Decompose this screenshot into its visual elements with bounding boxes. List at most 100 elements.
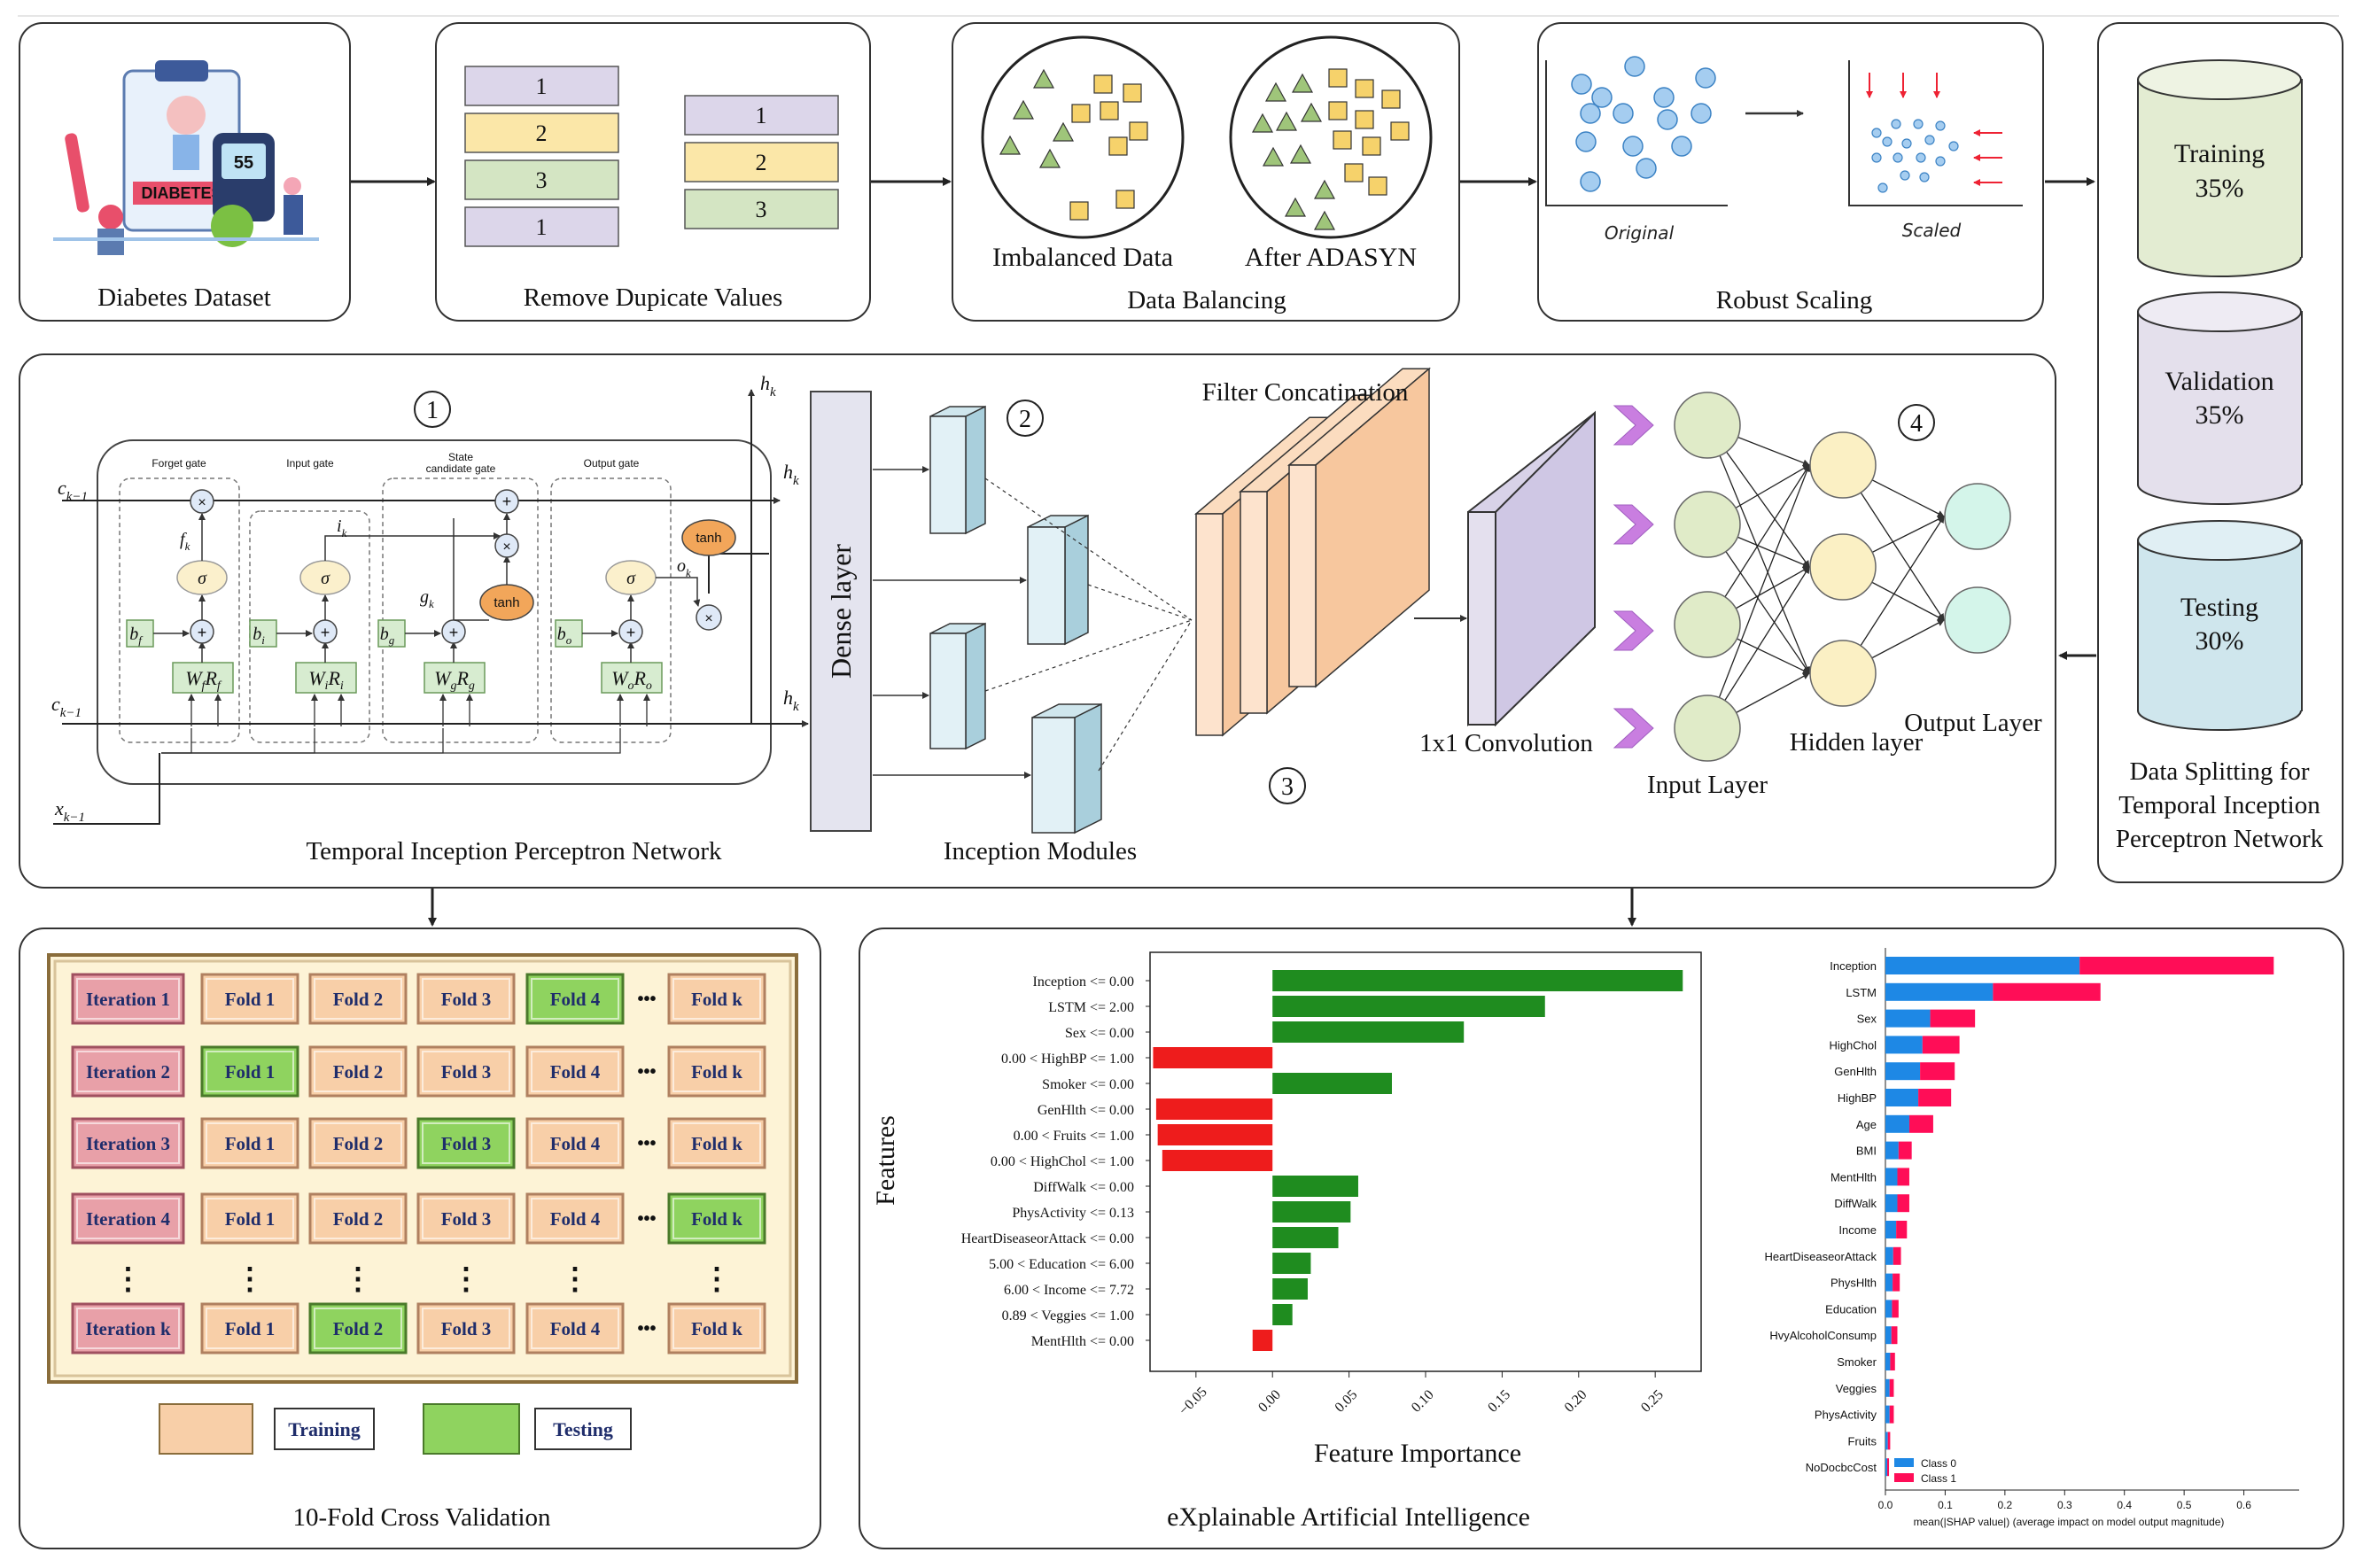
label-scaled: Scaled <box>1902 220 1962 241</box>
label-hidden-layer: Hidden layer <box>1790 728 1924 757</box>
dedup-block <box>684 142 839 182</box>
iteration-label: Iteration 2 <box>86 1061 170 1083</box>
label-c-prev: ck−1 <box>58 477 88 504</box>
shap-bar-class1 <box>1889 1405 1894 1424</box>
shap-bar-class0 <box>1885 1036 1923 1054</box>
shap-category-label: Fruits <box>1848 1434 1877 1448</box>
panel-cross-validation: Iteration 1 Fold 1 Fold 2 Fold 3 Fold 4 Fold … <box>19 928 821 1549</box>
panel-label-diabetes-dataset: Diabetes Dataset <box>97 283 271 312</box>
fold-cell-training <box>416 1302 516 1355</box>
cv-grid: Iteration 1 Fold 1 Fold 2 Fold 3 Fold 4 Fold … <box>71 973 766 1355</box>
shap-tick-label: 0.1 <box>1938 1499 1953 1511</box>
shap-category-label: NoDocbcCost <box>1806 1461 1877 1474</box>
label-output-gate: Output gate <box>584 457 640 470</box>
lime-bar <box>1272 1073 1392 1094</box>
shap-bar-class1 <box>1898 1141 1912 1160</box>
dedup-block-label: 1 <box>756 103 767 128</box>
chevron-icon <box>1613 504 1654 545</box>
label-state-gate-1: State <box>448 451 473 463</box>
shap-bar-class1 <box>1897 1168 1909 1186</box>
shap-bar-class0 <box>1885 1300 1893 1318</box>
data-point <box>1935 120 1946 131</box>
cv-legend: Training Testing <box>159 1403 632 1455</box>
dedup-block <box>464 113 619 153</box>
sigma-symbol: σ <box>198 569 207 588</box>
shap-bar-class1 <box>1893 1246 1901 1265</box>
concat-block <box>1240 491 1268 714</box>
data-point <box>1916 152 1926 163</box>
fold-label: Fold 2 <box>333 1133 384 1154</box>
class-triangle <box>1038 148 1061 168</box>
shap-category-label: MentHlth <box>1830 1170 1877 1184</box>
iteration-label: Iteration 3 <box>86 1133 170 1154</box>
shap-category-label: HeartDiseaseorAttack <box>1765 1250 1877 1263</box>
fold-label: Fold 1 <box>225 1133 276 1154</box>
lime-ylabel: Features <box>871 1115 900 1206</box>
input-neuron <box>1674 491 1741 558</box>
label-output-layer: Output Layer <box>1904 709 2042 737</box>
label-testing-pct: 30% <box>2196 626 2244 656</box>
shap-tick-label: 0.2 <box>1998 1499 2013 1511</box>
legend-swatch-testing <box>423 1403 520 1455</box>
iteration-label: Iteration k <box>85 1318 171 1339</box>
data-point <box>1653 87 1675 108</box>
shap-category-label: PhysHlth <box>1830 1277 1877 1290</box>
bias-label: bf <box>129 625 144 647</box>
shap-bar-class0 <box>1885 1221 1897 1238</box>
meter-value: 55 <box>234 153 253 173</box>
shap-category-label: Age <box>1856 1118 1877 1131</box>
shap-bar-class1 <box>1922 1036 1960 1054</box>
chevron-icons <box>1613 405 1654 749</box>
lime-category-label: 0.00 < Fruits <= 1.00 <box>1014 1129 1134 1144</box>
fold-cell-training <box>416 973 516 1025</box>
shap-xlabel: mean(|SHAP value|) (average impact on mo… <box>1914 1516 2225 1528</box>
chevron-icon <box>1613 708 1654 749</box>
shap-category-label: HighChol <box>1830 1038 1877 1052</box>
hidden-neuron <box>1809 640 1877 707</box>
shap-bar-class0 <box>1885 1458 1888 1477</box>
imbalanced-scatter <box>999 68 1148 221</box>
data-point <box>1901 138 1912 149</box>
lime-bar <box>1272 1021 1465 1043</box>
shap-bar-class1 <box>1930 1009 1976 1028</box>
shap-bar-class0 <box>1885 1089 1919 1106</box>
panel-robust-scaling: Original Scaled Robust Scaling <box>1537 22 2044 322</box>
split-title-line-3: Perceptron Network <box>2116 825 2324 853</box>
lstm-gates: WfRf+bfσ×fkWiRi+biσikWgRg+bgtanh×+gkWoRo… <box>126 489 701 754</box>
fold-cell-training <box>416 1192 516 1245</box>
iteration-label: Iteration 1 <box>86 989 170 1010</box>
class-square <box>1381 89 1401 109</box>
class-triangle <box>1052 121 1075 142</box>
lstm-cell: Forget gate Input gate State candidate g… <box>51 372 809 825</box>
ellipsis-dots: ••• <box>637 1209 656 1229</box>
fold-cell-testing <box>525 973 625 1025</box>
lime-category-label: 5.00 < Education <= 6.00 <box>989 1257 1134 1272</box>
step-number-1: 1 <box>426 397 439 424</box>
class-triangle <box>1313 179 1336 199</box>
shap-tick-label: 0.0 <box>1878 1499 1893 1511</box>
conv-1x1-block <box>1414 410 1596 727</box>
fold-cell-training <box>200 973 299 1025</box>
dense-layer <box>810 391 872 832</box>
fold-cell-training <box>525 1117 625 1169</box>
fold-label: Fold 1 <box>225 989 276 1010</box>
fold-label: Fold 4 <box>550 989 601 1010</box>
class-square <box>1093 74 1113 94</box>
dedup-block-label: 2 <box>536 120 548 146</box>
weight-box <box>295 662 357 694</box>
iteration-cell <box>71 1117 185 1169</box>
class-triangle <box>1275 111 1298 131</box>
fold-label: Fold 3 <box>441 989 492 1010</box>
label-imbalanced-data: Imbalanced Data <box>992 243 1173 272</box>
legend-label-training: Training <box>288 1418 361 1440</box>
weight-label: WoRo <box>611 667 652 693</box>
class-square <box>1344 163 1364 182</box>
fold-label: Fold k <box>691 989 742 1010</box>
data-point <box>1571 74 1592 95</box>
multiply-node <box>190 489 214 514</box>
ellipsis-dots: ••• <box>637 1062 656 1082</box>
label-h-top: hk <box>760 372 776 400</box>
